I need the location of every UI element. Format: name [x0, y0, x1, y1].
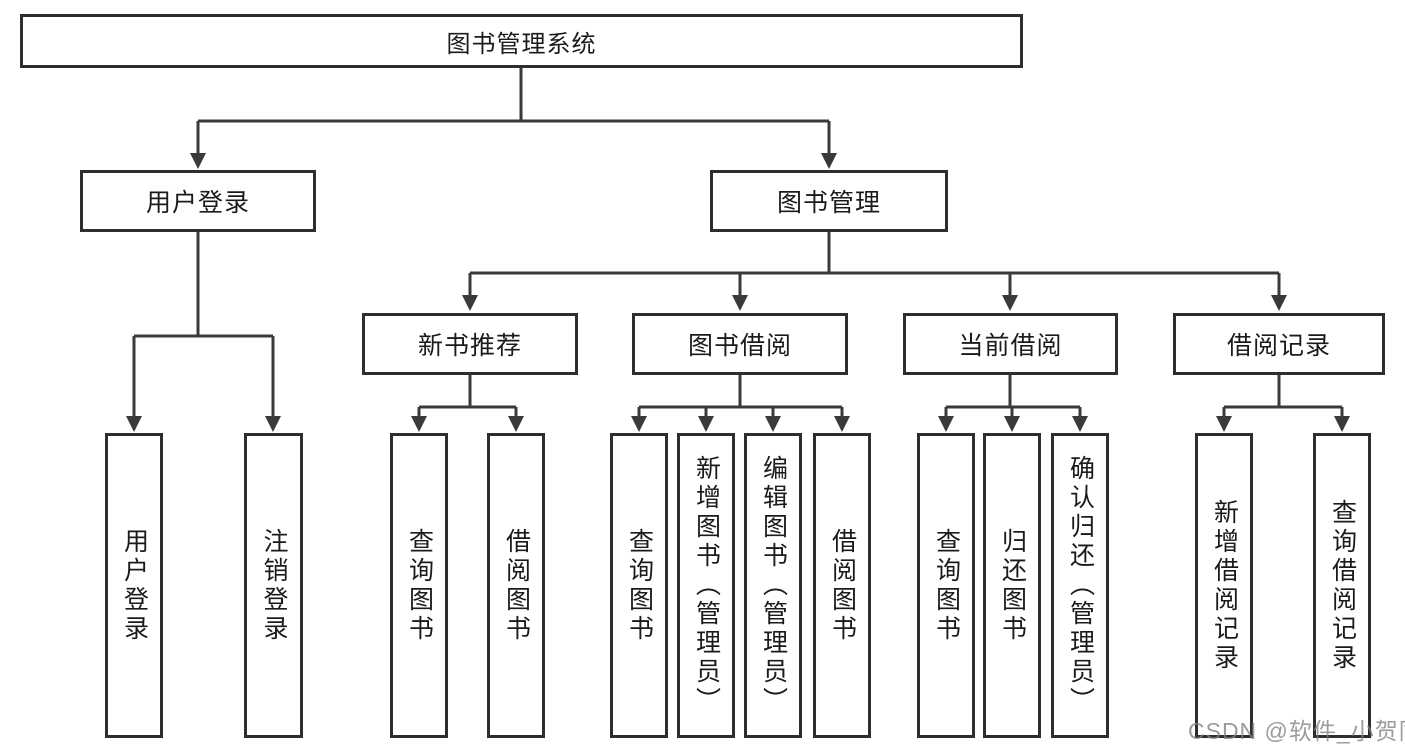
- node-borrowing-records: 借阅记录: [1173, 313, 1385, 375]
- leaf-logout: 注销登录: [244, 433, 303, 738]
- leaf-query-books-borrow: 查询图书: [610, 433, 668, 738]
- leaf-borrow-books-recommend: 借阅图书: [487, 433, 545, 738]
- node-library-management-system: 图书管理系统: [20, 14, 1023, 68]
- leaf-confirm-return-admin: 确认归还（管理员）: [1051, 433, 1109, 738]
- leaf-edit-book-admin: 编辑图书（管理员）: [744, 433, 802, 738]
- node-user-login-branch: 用户登录: [80, 170, 316, 232]
- leaf-borrow-books: 借阅图书: [813, 433, 871, 738]
- node-book-borrowing: 图书借阅: [632, 313, 848, 375]
- leaf-add-borrowing-record: 新增借阅记录: [1195, 433, 1253, 738]
- leaf-query-books-current: 查询图书: [917, 433, 975, 738]
- leaf-query-books-recommend: 查询图书: [390, 433, 448, 738]
- leaf-query-borrowing-record: 查询借阅记录: [1313, 433, 1371, 738]
- csdn-watermark: CSDN @软件_小贺同学: [1188, 718, 1405, 744]
- leaf-return-books: 归还图书: [983, 433, 1041, 738]
- node-current-borrowing: 当前借阅: [903, 313, 1118, 375]
- node-new-book-recommendation: 新书推荐: [362, 313, 578, 375]
- node-book-management-branch: 图书管理: [710, 170, 948, 232]
- leaf-add-book-admin: 新增图书（管理员）: [677, 433, 735, 738]
- leaf-user-login: 用户登录: [105, 433, 163, 738]
